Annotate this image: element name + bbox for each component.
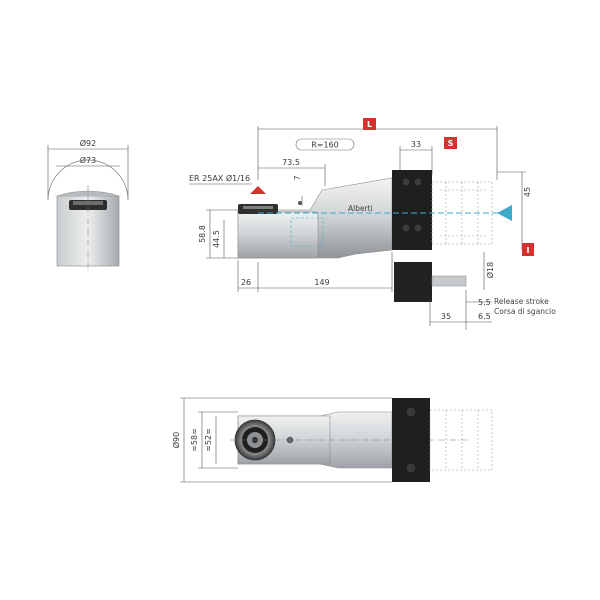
dim-90: Ø90 xyxy=(171,432,181,448)
dim-18: Ø18 xyxy=(485,262,495,278)
front-head-block xyxy=(237,211,319,259)
front-view: L R=160 33 S 73.5 ER 25AX Ø1/16 Alberti xyxy=(189,118,556,330)
dim-7: 7 xyxy=(293,175,302,180)
top-flange-bolt-2 xyxy=(405,462,417,474)
front-lower-block xyxy=(394,262,432,302)
coolant-arrow xyxy=(497,205,512,221)
front-nut-highlight xyxy=(243,206,273,209)
dim-44-5: 44.5 xyxy=(212,230,221,248)
dim-5-5: 5.5 xyxy=(478,298,491,307)
dim-73-5: 73.5 xyxy=(282,158,300,167)
marker-S-badge xyxy=(444,137,457,149)
front-flange xyxy=(392,170,432,250)
marker-L: L xyxy=(367,120,372,129)
dim-35: 35 xyxy=(441,312,451,321)
front-pin xyxy=(431,275,467,287)
side-view: Ø92 Ø73 xyxy=(47,138,129,272)
release-it: Corsa di sgancio xyxy=(494,307,556,316)
internal-pocket xyxy=(290,217,324,247)
dim-92: Ø92 xyxy=(80,138,96,148)
flange-bolt-2 xyxy=(413,177,423,187)
dim-33: 33 xyxy=(411,140,421,149)
dim-52: ≈52≈ xyxy=(204,428,213,452)
top-flange-bolt-1 xyxy=(405,406,417,418)
dim-26: 26 xyxy=(241,278,251,287)
marker-I-badge xyxy=(522,243,534,256)
dim-R: R=160 xyxy=(311,141,339,150)
marker-S: S xyxy=(448,139,454,148)
side-nut-highlight xyxy=(73,201,103,205)
radius-box xyxy=(295,138,355,151)
dim-6-5: 6.5 xyxy=(478,312,491,321)
dim-58: ≈58≈ xyxy=(190,428,199,452)
top-shank-outline xyxy=(429,409,493,471)
brand-label: Alberti xyxy=(348,204,373,213)
collet-label: ER 25AX Ø1/16 xyxy=(189,173,250,183)
outer-diameter-arc xyxy=(47,159,129,201)
marker-L-badge xyxy=(363,118,376,130)
dim-149: 149 xyxy=(314,278,329,287)
marker-I: I xyxy=(527,246,530,255)
release-en: Release stroke xyxy=(494,297,549,306)
dim-58-8: 58.8 xyxy=(198,225,207,243)
flange-bolt-4 xyxy=(413,223,423,233)
flange-bolt-3 xyxy=(401,223,411,233)
collet-arrow xyxy=(250,186,266,194)
front-screw xyxy=(298,201,302,205)
dim-45: 45 xyxy=(523,187,532,197)
flange-bolt-1 xyxy=(401,177,411,187)
top-view: Ø90 ≈58≈ ≈52≈ xyxy=(171,397,493,483)
